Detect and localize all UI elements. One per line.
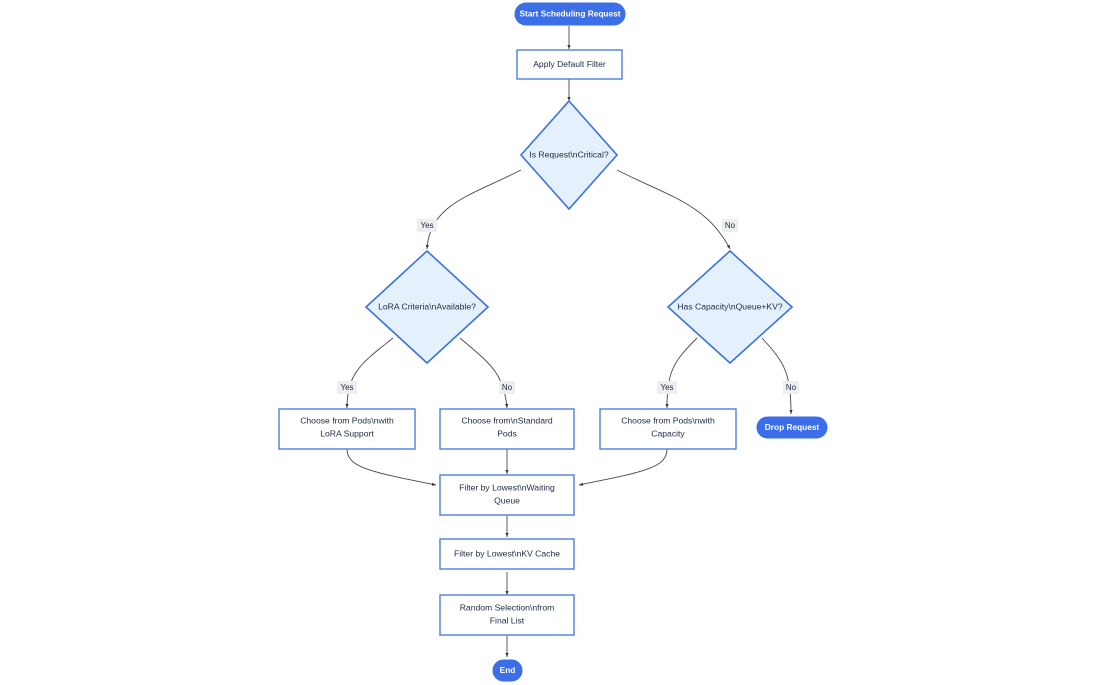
node-choose-pods-lora-label-line1: Choose from Pods\nwith <box>300 415 394 425</box>
node-has-capacity-shape[interactable] <box>666 249 794 365</box>
node-lora-criteria-available-shape[interactable] <box>364 249 490 365</box>
edge-podscap-to-waitqueue <box>578 448 668 486</box>
edge-label-capacity-yes: Yes <box>657 381 677 394</box>
node-filter-kv-cache-label: Filter by Lowest\nKV Cache <box>454 548 560 558</box>
node-filter-waiting-queue-label-line1: Filter by Lowest\nWaiting <box>459 482 555 492</box>
node-choose-standard-pods-label-line1: Choose from\nStandard <box>461 415 552 425</box>
node-choose-pods-lora-label-line2: LoRA Support <box>320 428 374 438</box>
node-filter-waiting-queue-label-line2: Queue <box>494 495 520 505</box>
node-apply-default-filter-label: Apply Default Filter <box>533 59 606 69</box>
node-random-selection-shape[interactable] <box>439 594 575 636</box>
node-random-selection-label-line1: Random Selection\nfrom <box>460 602 555 612</box>
edge-label-capacity-no: No <box>783 381 799 394</box>
node-random-selection-label-line2: Final List <box>490 615 525 625</box>
edge-layer <box>345 26 793 657</box>
node-choose-standard-pods-shape[interactable] <box>439 408 575 450</box>
node-choose-pods-capacity-label-line1: Choose from Pods\nwith <box>621 415 715 425</box>
edge-label-critical-no-text: No <box>725 221 736 230</box>
edge-label-critical-yes: Yes <box>417 219 437 232</box>
edge-podslora-to-waitqueue <box>346 448 437 486</box>
node-start-label: Start Scheduling Request <box>520 9 621 19</box>
node-start-shape[interactable] <box>514 2 626 26</box>
edge-lora-to-podsstd <box>459 337 509 409</box>
node-has-capacity-label: Has Capacity\nQueue+KV? <box>677 301 783 311</box>
node-apply-default-filter[interactable]: Apply Default Filter <box>516 49 623 80</box>
node-choose-pods-capacity-shape[interactable] <box>599 408 737 450</box>
node-choose-pods-capacity-label-line2: Capacity <box>651 428 685 438</box>
edge-critical-to-lora <box>425 169 522 250</box>
edge-label-lora-no: No <box>499 381 515 394</box>
edge-label-layer: Yes No Yes No Yes No <box>337 219 799 394</box>
node-choose-pods-lora-shape[interactable] <box>278 408 416 450</box>
edge-capacity-to-podscap <box>665 337 698 409</box>
node-random-selection[interactable]: Random Selection\nfrom Final List <box>439 594 575 636</box>
node-lora-criteria-available-label: LoRA Criteria\nAvailable? <box>378 301 476 311</box>
edge-label-critical-yes-text: Yes <box>420 221 433 230</box>
node-end-shape[interactable] <box>492 659 523 682</box>
edge-label-lora-yes: Yes <box>337 381 357 394</box>
node-choose-pods-capacity[interactable]: Choose from Pods\nwith Capacity <box>599 408 737 450</box>
node-lora-criteria-available[interactable]: LoRA Criteria\nAvailable? <box>364 249 490 365</box>
node-filter-waiting-queue-shape[interactable] <box>439 474 575 516</box>
node-filter-waiting-queue[interactable]: Filter by Lowest\nWaiting Queue <box>439 474 575 516</box>
node-end-label: End <box>500 665 516 675</box>
edge-label-lora-yes-text: Yes <box>340 383 353 392</box>
node-is-request-critical-shape[interactable] <box>519 99 619 211</box>
edge-capacity-to-drop <box>761 337 793 415</box>
node-choose-pods-lora[interactable]: Choose from Pods\nwith LoRA Support <box>278 408 416 450</box>
edge-critical-to-capacity <box>616 169 731 250</box>
node-drop-request-label: Drop Request <box>765 422 820 432</box>
edge-label-critical-no: No <box>722 219 738 232</box>
node-end[interactable]: End <box>492 659 523 682</box>
node-choose-standard-pods-label-line2: Pods <box>497 428 517 438</box>
node-apply-default-filter-shape[interactable] <box>516 49 623 80</box>
edge-label-capacity-yes-text: Yes <box>660 383 673 392</box>
node-layer: Start Scheduling Request Apply Default F… <box>278 2 828 682</box>
node-has-capacity[interactable]: Has Capacity\nQueue+KV? <box>666 249 794 365</box>
edge-label-capacity-no-text: No <box>786 383 797 392</box>
node-is-request-critical[interactable]: Is Request\nCritical? <box>519 99 619 211</box>
node-filter-kv-cache-shape[interactable] <box>439 538 575 570</box>
node-start[interactable]: Start Scheduling Request <box>514 2 626 26</box>
node-filter-kv-cache[interactable]: Filter by Lowest\nKV Cache <box>439 538 575 570</box>
node-drop-request-shape[interactable] <box>756 416 828 439</box>
node-drop-request[interactable]: Drop Request <box>756 416 828 439</box>
node-choose-standard-pods[interactable]: Choose from\nStandard Pods <box>439 408 575 450</box>
edge-lora-to-podslora <box>345 337 394 409</box>
node-is-request-critical-label: Is Request\nCritical? <box>529 149 609 159</box>
edge-label-lora-no-text: No <box>502 383 513 392</box>
